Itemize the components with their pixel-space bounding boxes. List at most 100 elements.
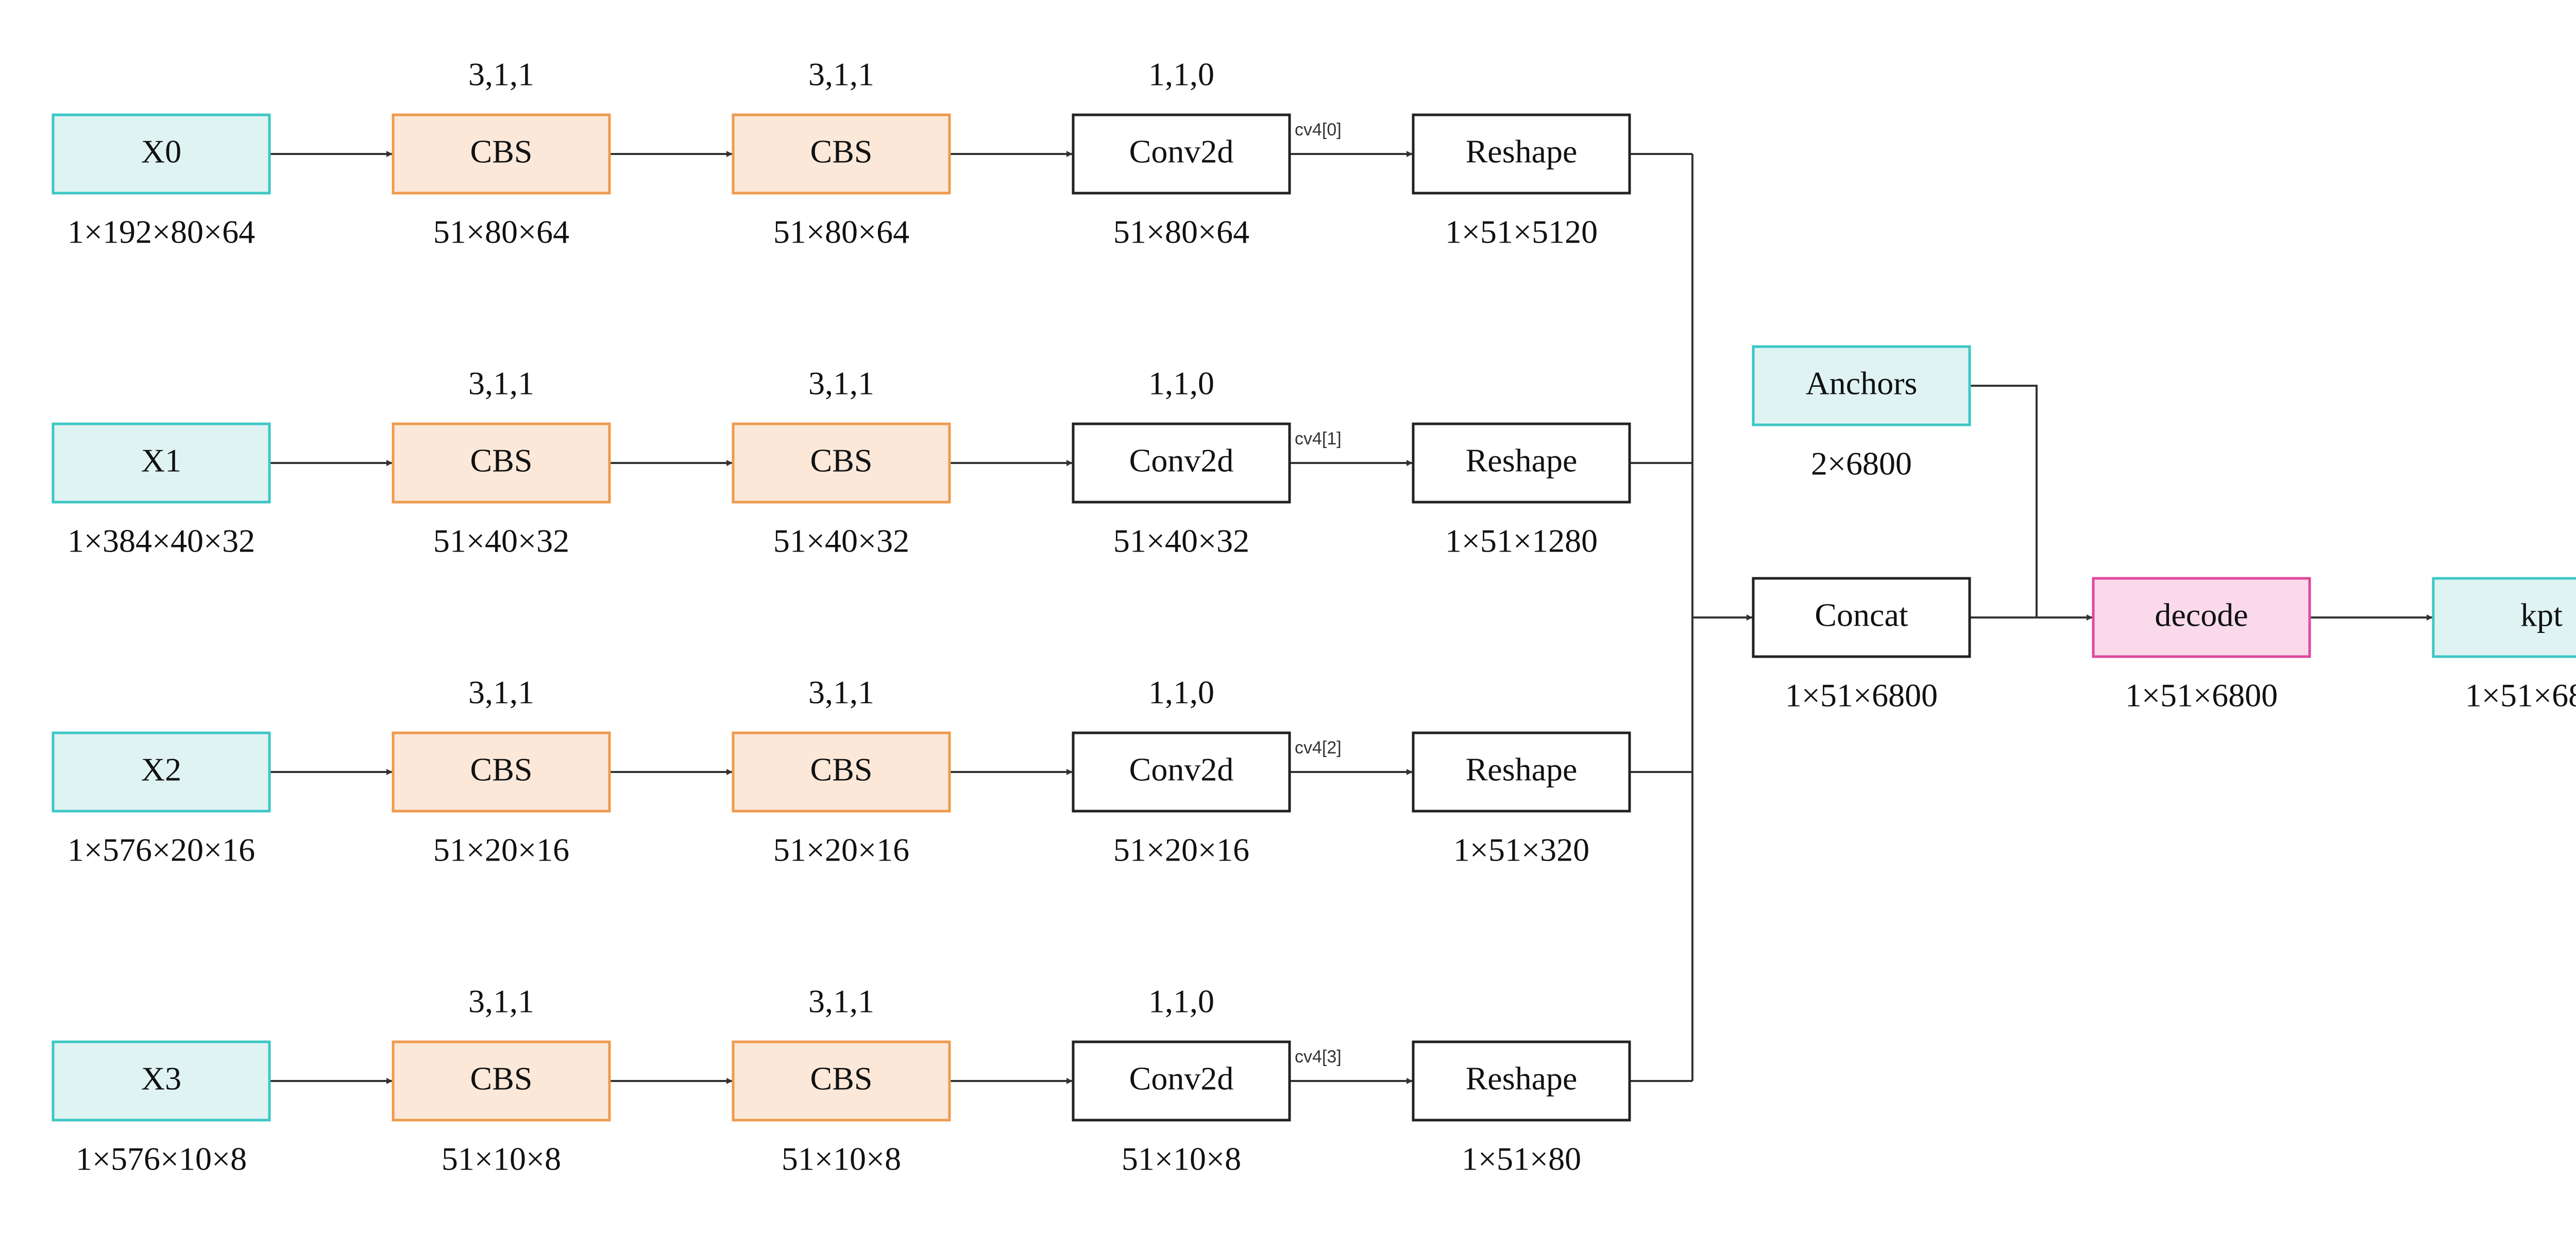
kpt-node: kpt — [2432, 577, 2576, 658]
reshape-dim-row0: 1×51×5120 — [1445, 214, 1598, 250]
cbs-dim-b-row0: 51×80×64 — [773, 214, 909, 250]
cbs-node-a-row3-label: CBS — [470, 1060, 533, 1097]
reshape-node-row0-label: Reshape — [1466, 133, 1578, 170]
conv2d-param-row0: 1,1,0 — [1148, 56, 1214, 93]
reshape-dim-row2: 1×51×320 — [1453, 832, 1589, 868]
cbs-node-a-row0-box — [392, 113, 611, 195]
cbs-dim-b-row2: 51×20×16 — [773, 832, 909, 868]
input-node-x1: X1 — [52, 422, 271, 504]
input-dim-label-1: 1×384×40×32 — [67, 523, 255, 559]
reshape-node-row3-box — [1412, 1040, 1631, 1122]
cbs-node-a-row2: CBS — [392, 731, 611, 813]
input-node-x2-box — [52, 731, 271, 813]
cbs-node-b-row2-box — [732, 731, 951, 813]
conv2d-node-row0-box — [1072, 113, 1291, 195]
cbs-param-a-row3: 3,1,1 — [468, 983, 534, 1020]
cbs-node-a-row2-label: CBS — [470, 751, 533, 788]
conv2d-param-row1: 1,1,0 — [1148, 365, 1214, 402]
cbs-node-b-row3: CBS — [732, 1040, 951, 1122]
input-node-x0-box — [52, 113, 271, 195]
input-node-x0: X0 — [52, 113, 271, 195]
reshape-node-row2-label: Reshape — [1466, 751, 1578, 788]
decode-node-box — [2092, 577, 2311, 658]
cbs-node-a-row3-box — [392, 1040, 611, 1122]
input-node-x0-label: X0 — [141, 133, 181, 170]
reshape-node-row3: Reshape — [1412, 1040, 1631, 1122]
cbs-dim-a-row2: 51×20×16 — [433, 832, 569, 868]
edge-label-row0: cv4[0] — [1295, 120, 1342, 140]
input-dim-label-2: 1×576×20×16 — [67, 832, 255, 868]
decode-dim-label: 1×51×6800 — [2125, 677, 2278, 714]
connector-anchors-to-decode — [1970, 385, 2038, 617]
conv2d-node-row2: Conv2d — [1072, 731, 1291, 813]
conv2d-node-row1-label: Conv2d — [1129, 442, 1234, 479]
nodes: X01×192×80×64CBS3,1,151×80×64CBS3,1,151×… — [52, 56, 2576, 1177]
cbs-node-a-row1-label: CBS — [470, 442, 533, 479]
input-node-x2-label: X2 — [141, 751, 181, 788]
cbs-dim-a-row3: 51×10×8 — [442, 1141, 561, 1177]
decode-node-label: decode — [2155, 597, 2248, 633]
conv2d-node-row3-box — [1072, 1040, 1291, 1122]
conv2d-node-row1: Conv2d — [1072, 422, 1291, 504]
anchors-node-label: Anchors — [1806, 365, 1918, 402]
cbs-node-b-row0: CBS — [732, 113, 951, 195]
edge-label-row2: cv4[2] — [1295, 738, 1342, 758]
reshape-node-row3-label: Reshape — [1466, 1060, 1578, 1097]
cbs-node-a-row0: CBS — [392, 113, 611, 195]
reshape-node-row0-box — [1412, 113, 1631, 195]
cbs-node-a-row0-label: CBS — [470, 133, 533, 170]
conv2d-node-row2-label: Conv2d — [1129, 751, 1234, 788]
edge-label-row3: cv4[3] — [1295, 1047, 1342, 1067]
cbs-node-b-row1: CBS — [732, 422, 951, 504]
conv2d-param-row2: 1,1,0 — [1148, 674, 1214, 711]
conv2d-node-row1-box — [1072, 422, 1291, 504]
cbs-node-a-row3: CBS — [392, 1040, 611, 1122]
concat-dim-label: 1×51×6800 — [1785, 677, 1938, 714]
conv2d-node-row0: Conv2d — [1072, 113, 1291, 195]
cbs-param-b-row2: 3,1,1 — [808, 674, 874, 711]
kpt-node-label: kpt — [2520, 597, 2563, 633]
concat-node: Concat — [1752, 577, 1971, 658]
input-node-x2: X2 — [52, 731, 271, 813]
cbs-param-b-row0: 3,1,1 — [808, 56, 874, 93]
decode-node: decode — [2092, 577, 2311, 658]
conv2d-node-row0-label: Conv2d — [1129, 133, 1234, 170]
reshape-dim-row3: 1×51×80 — [1462, 1141, 1581, 1177]
cbs-param-a-row1: 3,1,1 — [468, 365, 534, 402]
reshape-node-row1: Reshape — [1412, 422, 1631, 504]
cbs-node-b-row2: CBS — [732, 731, 951, 813]
cbs-node-b-row3-label: CBS — [810, 1060, 873, 1097]
cbs-node-b-row3-box — [732, 1040, 951, 1122]
cbs-dim-a-row0: 51×80×64 — [433, 214, 569, 250]
edge-label-row1: cv4[1] — [1295, 429, 1342, 449]
concat-node-box — [1752, 577, 1971, 658]
input-node-x3-box — [52, 1040, 271, 1122]
reshape-dim-row1: 1×51×1280 — [1445, 523, 1598, 559]
conv2d-param-row3: 1,1,0 — [1148, 983, 1214, 1020]
kpt-dim-label: 1×51×6800 — [2465, 677, 2576, 714]
conv2d-dim-row0: 51×80×64 — [1113, 214, 1249, 250]
reshape-node-row2-box — [1412, 731, 1631, 813]
reshape-node-row1-label: Reshape — [1466, 442, 1578, 479]
kpt-node-box — [2432, 577, 2576, 658]
cbs-param-b-row1: 3,1,1 — [808, 365, 874, 402]
conv2d-node-row3-label: Conv2d — [1129, 1060, 1234, 1097]
conv2d-dim-row2: 51×20×16 — [1113, 832, 1249, 868]
concat-node-label: Concat — [1815, 597, 1908, 633]
conv2d-node-row2-box — [1072, 731, 1291, 813]
input-dim-label-3: 1×576×10×8 — [76, 1141, 247, 1177]
cbs-node-a-row2-box — [392, 731, 611, 813]
cbs-node-b-row0-label: CBS — [810, 133, 873, 170]
input-node-x1-label: X1 — [141, 442, 181, 479]
input-node-x3-label: X3 — [141, 1060, 181, 1097]
cbs-node-b-row0-box — [732, 113, 951, 195]
cbs-param-a-row0: 3,1,1 — [468, 56, 534, 93]
cbs-node-b-row1-label: CBS — [810, 442, 873, 479]
cbs-node-b-row1-box — [732, 422, 951, 504]
conv2d-dim-row1: 51×40×32 — [1113, 523, 1249, 559]
anchors-node-box — [1752, 345, 1971, 426]
input-dim-label-0: 1×192×80×64 — [67, 214, 255, 250]
conv2d-node-row3: Conv2d — [1072, 1040, 1291, 1122]
cbs-param-a-row2: 3,1,1 — [468, 674, 534, 711]
